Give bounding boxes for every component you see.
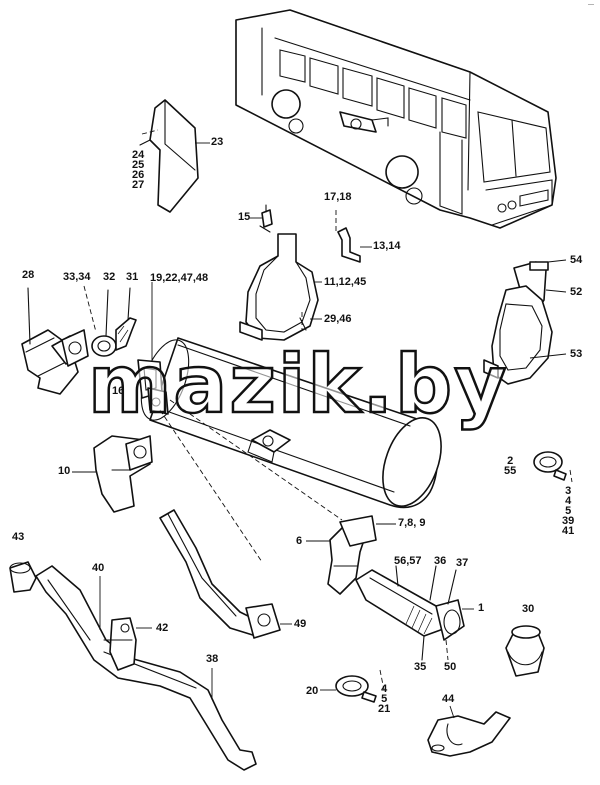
callout-27: 27 xyxy=(132,179,145,191)
callout-35: 35 xyxy=(414,661,427,673)
callout-41: 41 xyxy=(562,525,575,537)
callout-17-18: 17,18 xyxy=(324,191,352,203)
callout-29-46: 29,46 xyxy=(324,313,352,325)
callout-37: 37 xyxy=(456,557,469,569)
callout-25: 25 xyxy=(132,159,145,171)
parts-1-56-flex-pipe xyxy=(355,565,474,661)
callout-2-55: 2 55 xyxy=(504,455,517,477)
callout-40: 40 xyxy=(92,562,105,574)
callout-4: 4 xyxy=(565,495,572,507)
callout-53: 53 xyxy=(570,348,583,360)
callout-20: 20 xyxy=(306,685,319,697)
callout-13-14: 13,14 xyxy=(373,240,401,252)
callout-31: 31 xyxy=(126,271,139,283)
part-49-pipe xyxy=(159,509,292,639)
part-28-inlet-bend xyxy=(21,287,89,395)
parts-31-34-joints xyxy=(83,285,137,357)
callout-24: 24 xyxy=(132,149,145,161)
callout-4b: 4 xyxy=(381,683,388,695)
callout-44: 44 xyxy=(442,693,455,705)
callout-21: 21 xyxy=(378,703,391,715)
callout-32: 32 xyxy=(103,271,116,283)
watermark-text: mazik.by xyxy=(87,338,509,431)
parts-19-16-flanges xyxy=(137,282,343,563)
callout-5b: 5 xyxy=(381,693,388,705)
callout-23: 23 xyxy=(211,136,224,148)
part-30-rubber-bush xyxy=(505,625,545,677)
callout-42: 42 xyxy=(156,622,169,634)
callout-2: 2 xyxy=(507,455,514,467)
callout-50: 50 xyxy=(444,661,457,673)
callout-5: 5 xyxy=(565,505,572,517)
part-20-clamp xyxy=(320,669,385,703)
callout-38: 38 xyxy=(206,653,219,665)
callout-3-41: 3 4 5 39 41 xyxy=(562,485,575,537)
parts-11-strap-clamp xyxy=(239,233,322,341)
part-2-clamp xyxy=(533,451,573,483)
callout-3: 3 xyxy=(565,485,572,497)
callout-24-27: 24 25 26 27 xyxy=(132,149,145,191)
part-10-elbow xyxy=(72,435,153,513)
callout-33-34: 33,34 xyxy=(63,271,91,283)
callout-49: 49 xyxy=(294,618,307,630)
callout-11-45: 11,12,45 xyxy=(324,276,367,288)
callout-54: 54 xyxy=(570,254,583,266)
callout-16: 16 xyxy=(112,385,125,397)
callout-52: 52 xyxy=(570,286,583,298)
callout-19-48: 19,22,47,48 xyxy=(150,272,209,284)
part-44-bracket xyxy=(427,705,511,757)
part-43-bush xyxy=(9,561,37,593)
part-23-heat-shield xyxy=(139,99,210,213)
callout-7-9: 7,8, 9 xyxy=(398,517,426,529)
callout-30: 30 xyxy=(522,603,535,615)
callout-4-21: 4 5 21 xyxy=(378,683,391,715)
callout-56-57: 56,57 xyxy=(394,555,422,567)
callout-39: 39 xyxy=(562,515,575,527)
callout-1: 1 xyxy=(478,602,485,614)
parts-38-40-tail-pipes xyxy=(35,565,257,771)
parts-52-right-strap xyxy=(483,259,567,385)
part-6-elbow xyxy=(306,515,396,595)
part-muffler xyxy=(140,337,442,509)
callout-10: 10 xyxy=(58,465,71,477)
callout-6: 6 xyxy=(296,535,303,547)
callout-26: 26 xyxy=(132,169,145,181)
corner-mark: — xyxy=(588,2,594,8)
callout-36: 36 xyxy=(434,555,447,567)
callout-55: 55 xyxy=(504,465,517,477)
callout-28: 28 xyxy=(22,269,35,281)
callout-15: 15 xyxy=(238,211,251,223)
parts-15-17-brackets xyxy=(250,204,372,263)
callout-43: 43 xyxy=(12,531,25,543)
bus-illustration xyxy=(235,9,557,229)
